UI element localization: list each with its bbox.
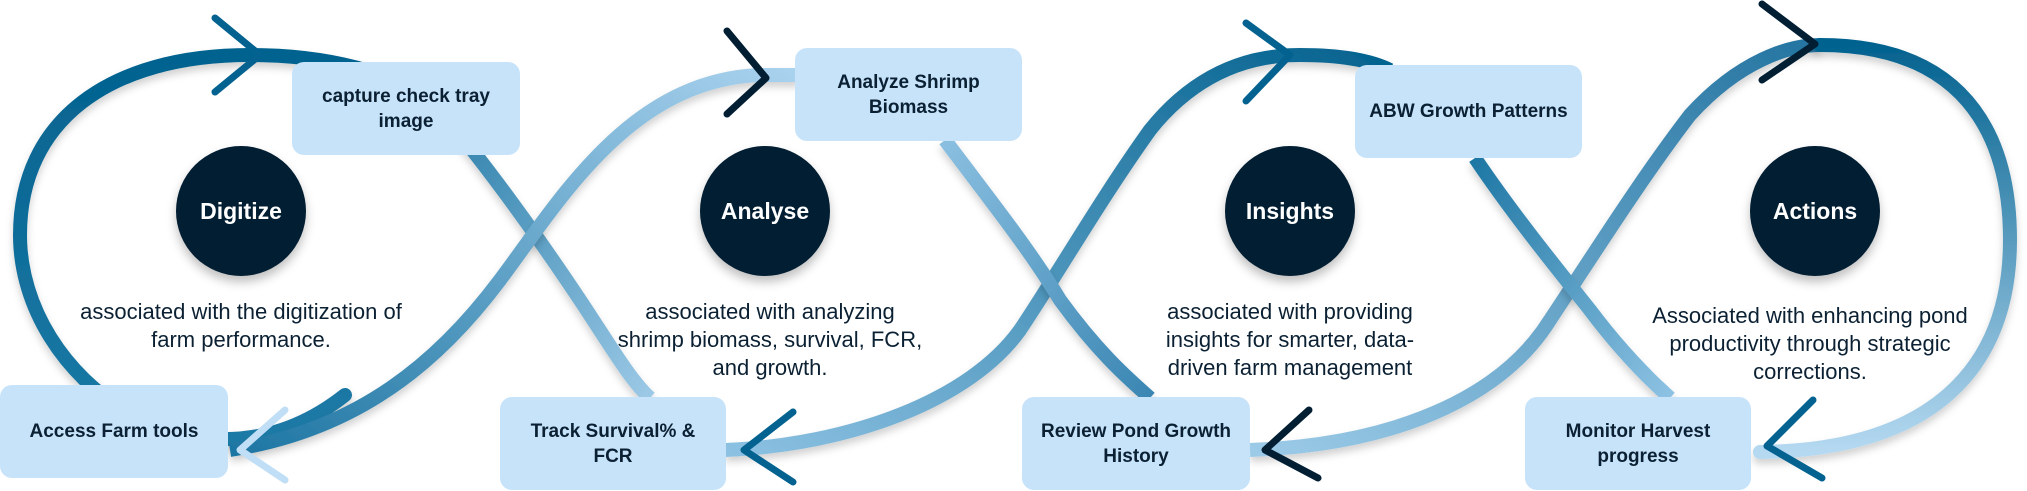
step-box-abw-growth-patterns[interactable]: ABW Growth Patterns: [1355, 65, 1582, 158]
stage-circle-analyse[interactable]: Analyse: [700, 146, 830, 276]
stage-title: Digitize: [200, 197, 282, 224]
strand-1-up: [228, 68, 800, 457]
stage-title: Insights: [1245, 197, 1335, 224]
chevron-left-icon: [740, 408, 797, 486]
step-label: Analyze Shrimp Biomass: [837, 71, 980, 118]
step-box-review-pond-growth-history[interactable]: Review Pond Growth History: [1022, 397, 1250, 490]
strand-actions-loop: [1753, 38, 2018, 459]
stage-title: Analyse: [720, 197, 810, 224]
step-label: Access Farm tools: [29, 421, 199, 442]
strand-3-bottom: [1249, 38, 1821, 457]
step-box-monitor-harvest-progress[interactable]: Monitor Harvest progress: [1525, 397, 1751, 490]
stage-description-actions: Associated with enhancing pond productiv…: [1652, 303, 1968, 384]
stage-description-insights: associated with providing insights for s…: [1165, 299, 1415, 380]
stage-circle-actions[interactable]: Actions: [1750, 146, 1880, 276]
chevron-right-icon: [1758, 0, 1819, 84]
step-label: Track Survival% & FCR: [530, 420, 696, 467]
step-label: Review Pond Growth History: [1040, 420, 1232, 467]
strand-3-right: [1469, 154, 1675, 404]
stage-title: Actions: [1772, 197, 1858, 224]
step-label: ABW Growth Patterns: [1369, 101, 1568, 122]
step-box-access-farm-tools[interactable]: Access Farm tools: [0, 385, 228, 478]
stage-description-analyse: associated with analyzing shrimp biomass…: [617, 299, 923, 380]
chevron-right-icon: [1242, 19, 1294, 105]
chevron-left-icon: [236, 406, 289, 484]
chevron-right-icon: [211, 14, 264, 96]
stage-circle-digitize[interactable]: Digitize: [176, 146, 306, 276]
step-box-track-survival-fcr[interactable]: Track Survival% & FCR: [500, 397, 726, 490]
chevron-left-icon: [1763, 396, 1826, 482]
chevron-right-icon: [723, 27, 770, 118]
step-label: Monitor Harvest progress: [1565, 420, 1711, 467]
strand-1-down: [434, 105, 655, 404]
chevron-left-icon: [1261, 406, 1322, 482]
stage-circle-insights[interactable]: Insights: [1225, 146, 1355, 276]
step-box-analyze-shrimp-biomass[interactable]: Analyze Shrimp Biomass: [795, 48, 1022, 141]
strand-2-bottom: [724, 47, 1394, 457]
step-box-capture-check-tray[interactable]: capture check tray image: [292, 62, 520, 155]
stage-description-digitize: associated with the digitization of farm…: [80, 299, 402, 352]
step-label: capture check tray image: [322, 85, 490, 132]
strand-2-right: [939, 135, 1155, 404]
